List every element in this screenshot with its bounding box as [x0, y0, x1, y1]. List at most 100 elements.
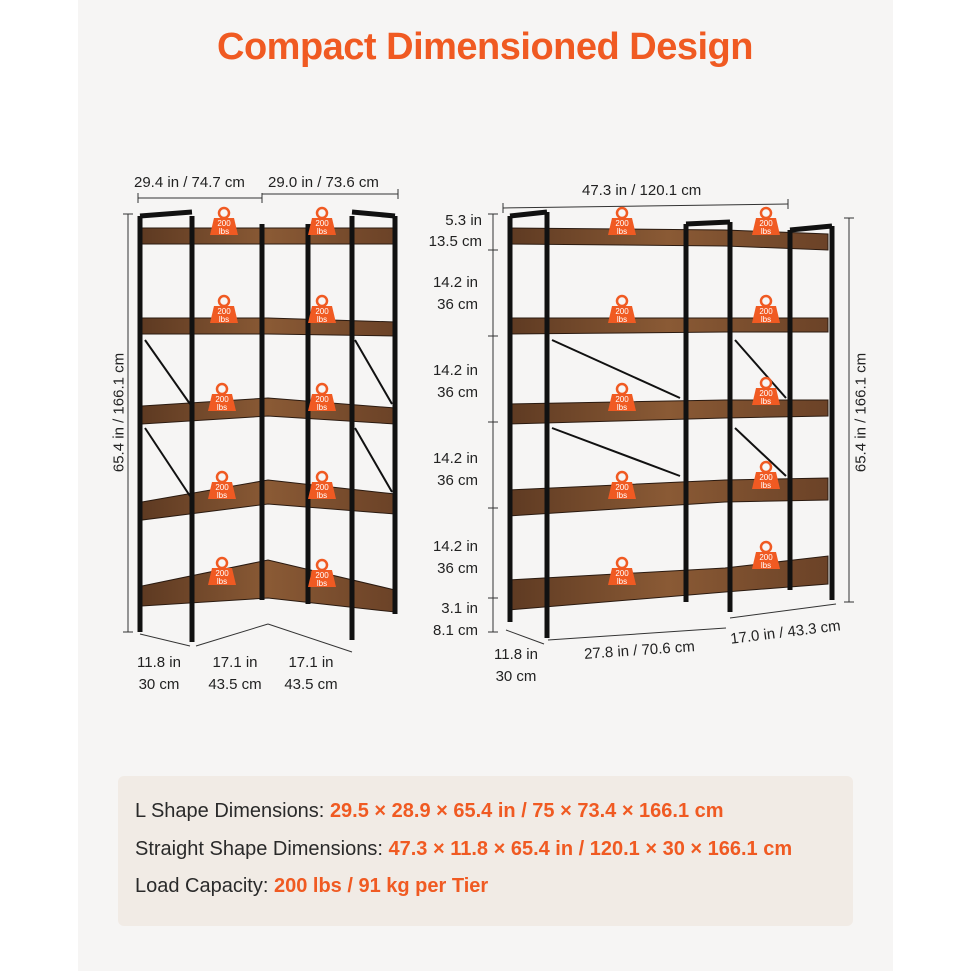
weight-tag-unit: lbs — [217, 403, 227, 412]
straight-shape-dimensions: Straight Shape Dimensions: 47.3 × 11.8 ×… — [135, 838, 792, 861]
weight-tag-unit: lbs — [761, 561, 771, 570]
weight-tag-unit: lbs — [617, 403, 627, 412]
weight-tag-value: 200 — [315, 219, 329, 228]
gap-6-in: 3.1 in — [441, 600, 478, 617]
s-depth-cm: 30 cm — [495, 668, 537, 685]
gap-5-in: 14.2 in — [432, 538, 478, 555]
page-title: Compact Dimensioned Design — [217, 26, 753, 68]
weight-tag-unit: lbs — [219, 227, 229, 236]
l-top-left-dim: 29.4 in / 74.7 cm — [134, 174, 245, 191]
weight-tag-value: 200 — [759, 389, 773, 398]
weight-tag-unit: lbs — [617, 577, 627, 586]
s-height-dim: 65.4 in / 166.1 cm — [852, 352, 870, 473]
s-depth-in: 11.8 in — [494, 646, 538, 663]
weight-tag-unit: lbs — [217, 491, 227, 500]
weight-tag-value: 200 — [759, 307, 773, 316]
l-shape-dimensions: L Shape Dimensions: 29.5 × 28.9 × 65.4 i… — [135, 800, 724, 823]
gap-3-cm: 36 cm — [437, 384, 478, 401]
l-bottom-b-cm: 43.5 cm — [284, 676, 338, 693]
weight-tag-unit: lbs — [219, 315, 229, 324]
l-depth-in: 11.8 in — [137, 654, 181, 671]
weight-tag-value: 200 — [759, 219, 773, 228]
weight-tag-value: 200 — [615, 483, 629, 492]
l-bottom-a-cm: 43.5 cm — [208, 676, 262, 693]
weight-tag-value: 200 — [217, 307, 231, 316]
l-depth-cm: 30 cm — [138, 676, 180, 693]
weight-tag-unit: lbs — [761, 227, 771, 236]
weight-tag-unit: lbs — [317, 491, 327, 500]
weight-tag-unit: lbs — [761, 481, 771, 490]
weight-tag-unit: lbs — [217, 577, 227, 586]
gap-6-cm: 8.1 cm — [432, 622, 478, 639]
weight-tag-value: 200 — [215, 569, 229, 578]
l-bottom-a-in: 17.1 in — [212, 654, 258, 671]
weight-tag-value: 200 — [615, 219, 629, 228]
weight-tag-unit: lbs — [761, 315, 771, 324]
gap-3-in: 14.2 in — [432, 362, 478, 379]
weight-tag-value: 200 — [315, 571, 329, 580]
load-capacity: Load Capacity: 200 lbs / 91 kg per Tier — [135, 875, 488, 898]
gap-5-cm: 36 cm — [437, 560, 478, 577]
weight-tag-value: 200 — [759, 473, 773, 482]
l-shape-shelf — [137, 209, 398, 642]
weight-tag-unit: lbs — [761, 397, 771, 406]
weight-tag-value: 200 — [215, 483, 229, 492]
specs-box — [118, 776, 853, 926]
weight-tags: 200lbs200lbs200lbs200lbs200lbs200lbs200l… — [208, 206, 780, 588]
weight-tag-value: 200 — [217, 219, 231, 228]
straight-shelf — [507, 209, 835, 638]
weight-tag-unit: lbs — [317, 403, 327, 412]
gap-1-cm: 13.5 cm — [428, 233, 482, 250]
gap-4-cm: 36 cm — [437, 472, 478, 489]
straight-shape-label: Straight Shape Dimensions: — [135, 838, 383, 860]
weight-tag-value: 200 — [315, 483, 329, 492]
l-top-right-dim: 29.0 in / 73.6 cm — [268, 174, 379, 191]
l-shape-label: L Shape Dimensions: — [135, 800, 325, 822]
weight-tag-unit: lbs — [317, 315, 327, 324]
l-shape-value: 29.5 × 28.9 × 65.4 in / 75 × 73.4 × 166.… — [329, 800, 724, 822]
straight-shape-value: 47.3 × 11.8 × 65.4 in / 120.1 × 30 × 166… — [388, 838, 793, 860]
weight-tag-value: 200 — [215, 395, 229, 404]
gap-2-cm: 36 cm — [437, 296, 478, 313]
weight-tag-value: 200 — [315, 307, 329, 316]
weight-tag-unit: lbs — [617, 491, 627, 500]
l-bottom-b-in: 17.1 in — [288, 654, 334, 671]
l-height-dim: 65.4 in / 166.1 cm — [110, 352, 128, 473]
dimension-lines — [123, 189, 854, 653]
weight-tag-value: 200 — [615, 395, 629, 404]
s-width-dim: 47.3 in / 120.1 cm — [582, 182, 702, 199]
gap-4-in: 14.2 in — [432, 450, 478, 467]
weight-tag-value: 200 — [615, 307, 629, 316]
load-capacity-label: Load Capacity: — [135, 875, 269, 897]
weight-tag-unit: lbs — [617, 315, 627, 324]
weight-tag-value: 200 — [615, 569, 629, 578]
weight-tag-unit: lbs — [317, 227, 327, 236]
weight-tag-unit: lbs — [317, 579, 327, 588]
load-capacity-value: 200 lbs / 91 kg per Tier — [273, 875, 489, 897]
weight-tag-unit: lbs — [617, 227, 627, 236]
gap-2-in: 14.2 in — [432, 274, 478, 291]
weight-tag-value: 200 — [315, 395, 329, 404]
gap-1-in: 5.3 in — [445, 212, 482, 229]
